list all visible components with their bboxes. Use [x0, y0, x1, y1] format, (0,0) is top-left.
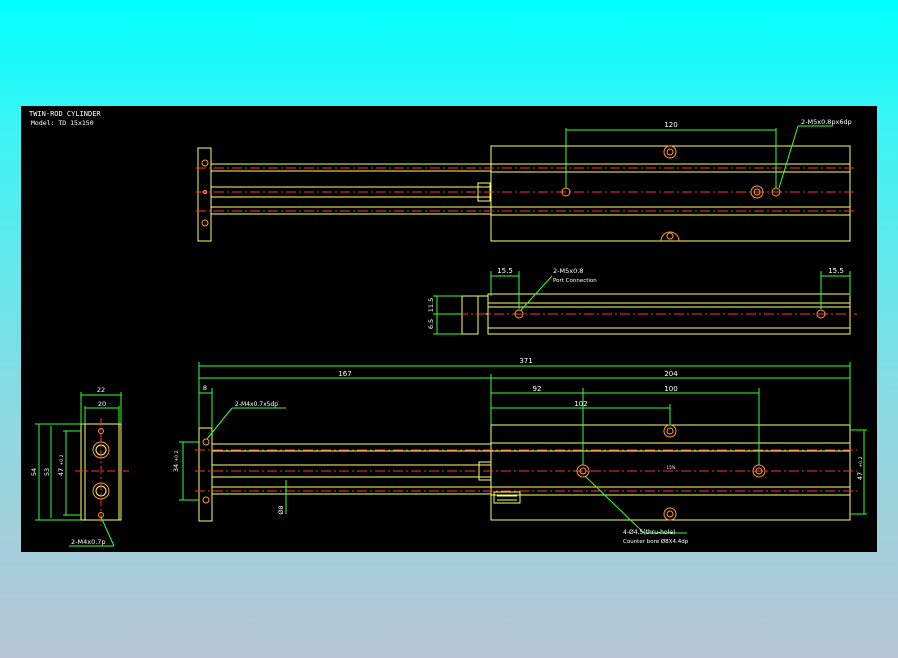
end-dim-53: 53 [43, 468, 51, 476]
front-callout-holes-sub: Counter bore Ø8X4.4dp [623, 538, 689, 545]
front-dim-34: 34 [172, 464, 180, 472]
top-mount-hole-inner [753, 188, 761, 196]
end-dim-20: 20 [98, 400, 106, 408]
top-plate-hole-upper [201, 159, 209, 167]
front-hole-upper-inner [666, 427, 674, 435]
side-view: 15.5 15.5 2-M5x0.8 Port Connection 11.5 … [427, 267, 857, 335]
front-dim-204: 204 [664, 370, 678, 378]
front-mount-hole-left-inner [579, 467, 587, 475]
side-end-plate [461, 295, 479, 335]
top-callout-tap: 2-M5x0.8px6dp [801, 118, 852, 126]
end-callout-m4: 2-M4x0.7p [71, 538, 106, 546]
top-plate-hole-lower [201, 219, 209, 227]
end-dim-54: 54 [30, 468, 38, 476]
drawing-title: TWIN-ROD CYLINDER [29, 110, 101, 118]
end-dim-47: 47 [57, 468, 65, 476]
front-nameplate [493, 491, 521, 504]
top-view: 120 2-M5x0.8px6dp [196, 118, 856, 242]
front-dim-371: 371 [519, 357, 532, 365]
side-port-left [514, 309, 524, 319]
front-leader-holes [584, 475, 645, 534]
top-leader [778, 125, 799, 189]
front-dim-100: 100 [664, 385, 677, 393]
side-dim-15-5-left: 15.5 [497, 267, 513, 275]
front-dim-34-tol: +0.2 [174, 450, 180, 461]
front-view: 15% 371 167 204 8 92 100 102 2-M4x0.7x5d… [172, 357, 867, 545]
front-plate-hole-lower [202, 496, 210, 504]
top-hole-upper-inner [666, 148, 674, 156]
end-view: 22 20 54 53 47 +0.2 2-M4x0.7p [30, 386, 129, 547]
side-rod-nut [477, 295, 489, 315]
top-end-plate [197, 147, 212, 242]
front-plate-hole-upper [202, 438, 210, 446]
side-dim-6-5: 6.5 [427, 319, 435, 329]
front-hole-lower-inner [666, 510, 674, 518]
end-leader [100, 516, 115, 547]
cad-drawing-svg: TWIN-ROD CYLINDER Model: TD 15x150 [29, 110, 867, 547]
side-leader [520, 275, 553, 311]
end-dim-22: 22 [97, 386, 105, 394]
top-hole-lower [660, 231, 680, 242]
cad-drawing-canvas: TWIN-ROD CYLINDER Model: TD 15x150 [21, 106, 877, 552]
front-body [490, 424, 851, 521]
front-dim-102: 102 [574, 400, 587, 408]
side-callout-port-sub: Port Connection [553, 278, 597, 284]
top-hole-lower-inner [666, 232, 674, 240]
side-port-right [816, 309, 826, 319]
front-callout-holes: 4-Ø4.5(thru-hole) [623, 529, 675, 536]
front-dim-47-tol: +0.2 [858, 456, 864, 467]
front-callout-m4-tap: 2-M4x0.7x5dp [235, 401, 278, 408]
top-hole-upper [663, 145, 677, 159]
front-hole-lower [663, 507, 677, 521]
top-mount-hole [750, 185, 764, 199]
front-end-plate [198, 427, 213, 522]
top-body [490, 145, 851, 242]
side-callout-port: 2-M5x0.8 [553, 267, 583, 275]
front-leader-m4 [206, 407, 233, 440]
end-view-hole-top [98, 428, 104, 434]
front-dim-47: 47 [856, 472, 864, 480]
front-dim-8: 8 [203, 384, 207, 392]
front-hole-upper [663, 424, 677, 438]
side-dim-15-5-right: 15.5 [828, 267, 844, 275]
front-dim-167: 167 [338, 370, 351, 378]
front-center-mark: 15% [667, 465, 676, 470]
end-view-inner [84, 423, 120, 521]
top-dim-120: 120 [664, 121, 677, 129]
front-dim-92: 92 [533, 385, 542, 393]
drawing-model: Model: TD 15x150 [31, 119, 94, 127]
front-mount-hole-right-inner [755, 467, 763, 475]
front-dim-d8: Ø8 [277, 505, 285, 514]
end-dim-47-tol: +0.2 [59, 454, 65, 465]
side-dim-11-5: 11.5 [427, 298, 435, 312]
